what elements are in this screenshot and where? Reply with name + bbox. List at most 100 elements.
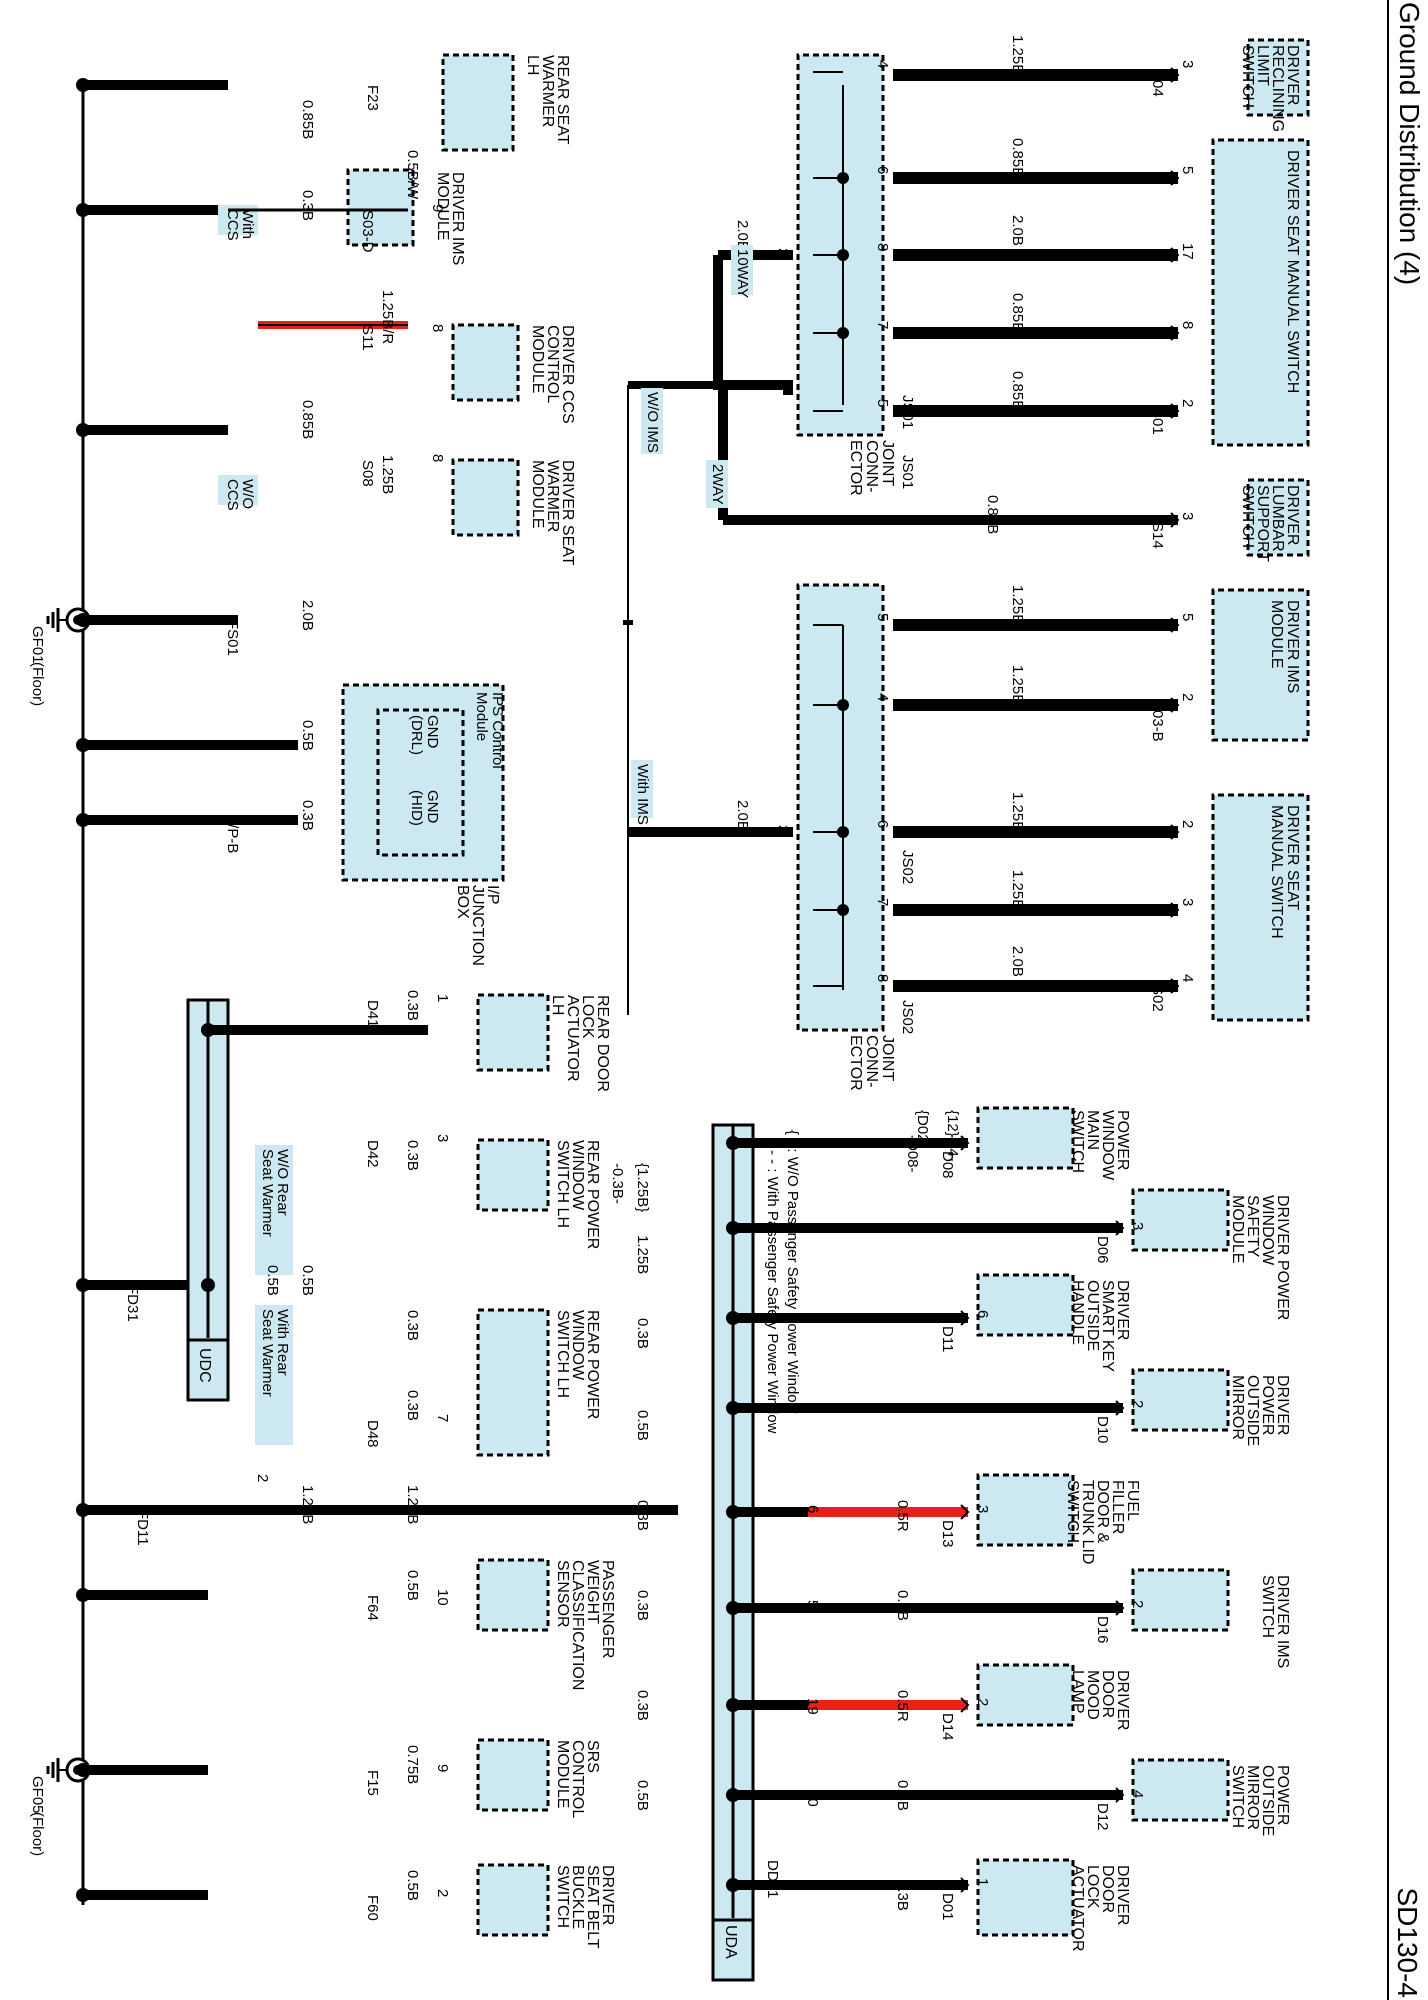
driver-ccs-control-module	[451, 323, 520, 402]
page-code: SD130-4	[1392, 1887, 1423, 1998]
connector-d48: D48	[364, 1420, 381, 1448]
connector-d16: D16	[1094, 1616, 1111, 1644]
pin-number: {D02}	[914, 1110, 931, 1148]
pin-number: 17	[1179, 243, 1196, 260]
wire-spec: 2.0B	[299, 600, 316, 631]
rear-power-window-switch-lh-1	[476, 1138, 550, 1212]
srs-control-module-label: SRSCONTROLMODULE	[554, 1740, 601, 1818]
udc-label: UDC	[196, 1348, 213, 1383]
pin-number: 5	[1179, 166, 1196, 174]
wire-spec: {1.25B}	[634, 1163, 651, 1212]
connector-chevron	[1115, 1400, 1125, 1416]
uda-splice	[726, 1878, 740, 1892]
wire-spec: 1.25B	[634, 1235, 651, 1274]
pin-number: 3	[1179, 512, 1196, 520]
driver-ims-module	[1211, 588, 1310, 742]
fuel-filler-door-trunk-lid-switch-label: FUELFILLERDOOR &TRUNK LIDSWITCH	[1064, 1480, 1141, 1564]
pin-number: 4	[1179, 974, 1196, 982]
connector-chevron	[960, 1697, 970, 1713]
connector-d11: D11	[939, 1326, 956, 1352]
option-with-ims: With IMS	[634, 764, 651, 825]
pin-number: -14-	[944, 1135, 961, 1162]
wire-spec: 0.5B	[894, 1590, 911, 1621]
pin-number: -D08-	[904, 1135, 921, 1173]
driver-ims-switch-label: DRIVER IMSSWITCH	[1259, 1575, 1291, 1668]
driver-seat-manual-switch-2	[1211, 793, 1310, 1022]
pin-number: 2	[254, 1474, 271, 1482]
trunk-splice	[76, 613, 90, 627]
wire-spec: 2.0B	[1009, 946, 1026, 977]
option-with-ccs: WithCCS	[224, 209, 256, 241]
connector-f15: F15	[364, 1770, 381, 1796]
connector-s02: S02	[1149, 985, 1166, 1012]
option-10way: 10WAY	[734, 249, 751, 298]
rear-seat-warmer-lh-label: REAR SEATWARMERLH	[524, 55, 571, 145]
udc-splice	[201, 1023, 215, 1037]
connector-chevron	[1170, 978, 1180, 994]
driver-seat-warmer-module	[451, 458, 520, 537]
wire-spec: 1.25B	[379, 455, 396, 494]
connector-s03-b: S03-B	[1149, 700, 1166, 742]
ips-gnd-hid: GND(HID)	[408, 790, 441, 826]
wire-spec: 0.5B/W	[404, 150, 421, 200]
pin-number: 8	[429, 324, 446, 332]
connector-fd31: FD31	[124, 1285, 141, 1322]
connector-chevron	[960, 1504, 970, 1520]
pin-number: 3	[434, 1134, 451, 1142]
trunk-splice	[76, 1763, 90, 1777]
pin-number: 20	[804, 1790, 821, 1807]
connector-d42: D42	[364, 1140, 381, 1168]
trunk-splice	[76, 1503, 90, 1517]
uda-splice	[726, 1221, 740, 1235]
js02-splice	[837, 826, 849, 838]
connector-chevron	[1170, 824, 1180, 840]
connector-js02: JS02	[899, 1000, 916, 1034]
driver-ims-switch	[1131, 1568, 1230, 1632]
pin-number: 6	[874, 166, 891, 174]
trunk-splice	[76, 738, 90, 752]
pin-number: {12}	[944, 1110, 961, 1137]
pin-number: 2	[1179, 820, 1196, 828]
connector-chevron	[1170, 403, 1180, 419]
wire-spec: 0.3B	[404, 1390, 421, 1421]
ground-location: (Floor)	[29, 1812, 46, 1856]
wire-spec: 0.5B	[634, 1780, 651, 1811]
connector-chevron	[1115, 1220, 1125, 1236]
pin-number: 6	[974, 1310, 991, 1318]
ips-control-module-label: IPS ControlModule	[473, 692, 506, 769]
pin-number: 3	[1129, 1222, 1146, 1230]
driver-seat-belt-buckle-switch-label: DRIVERSEAT BELTBUCKLESWITCH	[554, 1865, 616, 1949]
js02-splice	[837, 699, 849, 711]
connector-chevron	[1170, 697, 1180, 713]
driver-door-mood-lamp-label: DRIVERDOORMOODLAMP	[1069, 1670, 1131, 1730]
wire-spec: 0.3B	[404, 1140, 421, 1171]
wire-spec: 0.3B	[299, 190, 316, 221]
driver-smart-key-outside-handle-label: DRIVERSMART KEYOUTSIDEHANDLE	[1069, 1280, 1131, 1372]
driver-seat-manual-switch-2-label: DRIVER SEATMANUAL SWITCH	[1268, 805, 1301, 939]
wire-spec: 0.5B	[404, 1570, 421, 1601]
option-wo-ccs-bg	[218, 475, 258, 505]
udc-splice	[201, 1278, 215, 1292]
pin-number: 5	[874, 613, 891, 621]
srs-control-module	[476, 1738, 550, 1812]
pin-number: 2	[434, 1889, 451, 1897]
driver-power-outside-mirror	[1131, 1368, 1230, 1432]
option-10way-bg	[731, 245, 753, 295]
connector-chevron	[960, 1135, 970, 1151]
trunk-splice	[76, 813, 90, 827]
driver-lumbar-support-switch-label: DRIVERLUMBARSUPPORTSWITCH	[1239, 485, 1301, 562]
rear-seat-warmer-lh	[441, 53, 515, 152]
trunk-splice	[76, 1588, 90, 1602]
joint-connector-label: JOINTCONN-ECTOR	[847, 440, 896, 496]
wire-spec: 1.25B	[1009, 665, 1026, 704]
connector-dd01: DD01	[764, 1860, 781, 1898]
connector-chevron	[1170, 170, 1180, 186]
rear-power-window-switch-lh-1-label: REAR POWERWINDOWSWITCH LH	[554, 1140, 601, 1249]
wire-spec: 1.25B	[404, 1485, 421, 1524]
pin-number: 3	[1179, 60, 1196, 68]
wire-spec: 0.5B	[264, 1265, 281, 1296]
option-with-ims-bg	[631, 760, 653, 818]
driver-seat-warmer-module-label: DRIVER SEATWARMERMODULE	[529, 460, 576, 566]
legend-dashes: - - : With Passenger Safety Power Window	[764, 1150, 781, 1434]
